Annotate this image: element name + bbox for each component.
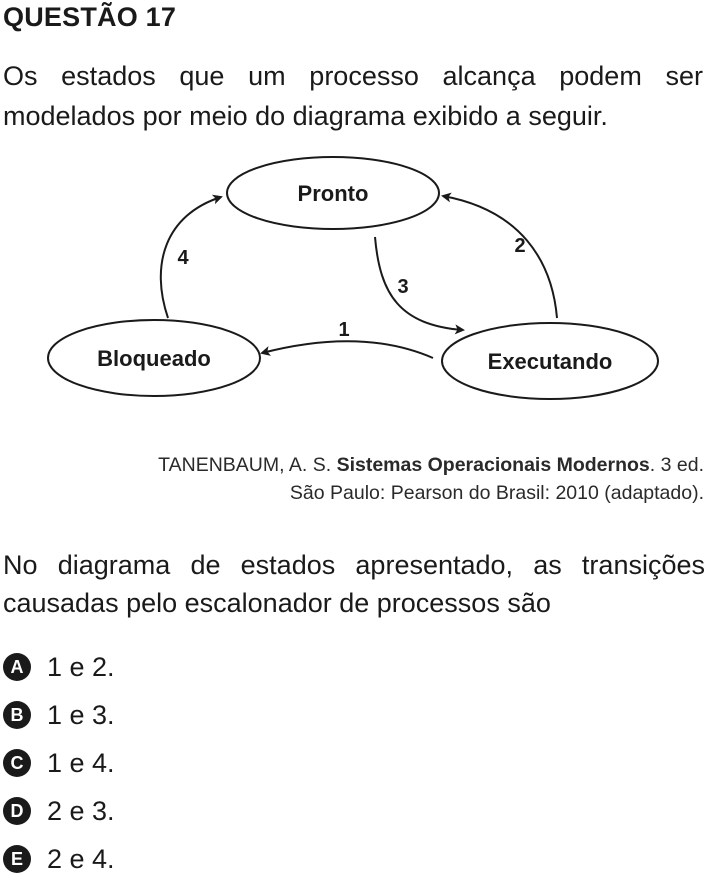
transition-4-arrow <box>159 194 223 319</box>
transition-1-arrow <box>260 340 434 359</box>
state-executando-label: Executando <box>488 349 613 374</box>
option-e-letter-icon: E <box>3 845 31 873</box>
option-c-letter-icon: C <box>3 749 31 777</box>
question-title: QUESTÃO 17 <box>3 2 177 32</box>
transition-2-label: 2 <box>514 235 525 257</box>
option-e-text: 2 e 4. <box>47 843 115 874</box>
citation-line-1: TANENBAUM, A. S. Sistemas Operacionais M… <box>84 451 704 479</box>
citation-work: Sistemas Operacionais Modernos <box>336 454 650 476</box>
state-pronto-node <box>226 156 440 230</box>
citation: TANENBAUM, A. S. Sistemas Operacionais M… <box>84 451 704 507</box>
option-a[interactable]: A 1 e 2. <box>3 643 403 691</box>
state-pronto-label: Pronto <box>298 181 369 206</box>
option-d-letter-icon: D <box>3 797 31 825</box>
state-diagram: Pronto Bloqueado Executando 4 3 2 1 <box>0 150 708 410</box>
option-b-text: 1 e 3. <box>47 699 115 730</box>
state-bloqueado-label: Bloqueado <box>97 346 211 371</box>
option-b[interactable]: B 1 e 3. <box>3 691 403 739</box>
citation-publisher: São Paulo: Pearson do Brasil: 2010 (adap… <box>289 482 704 504</box>
state-bloqueado-node <box>47 319 261 397</box>
citation-edition: . 3 ed. <box>649 454 704 476</box>
transition-4-label: 4 <box>177 247 189 269</box>
option-b-letter-icon: B <box>3 701 31 729</box>
option-e[interactable]: E 2 e 4. <box>3 835 403 883</box>
answer-options: A 1 e 2. B 1 e 3. C 1 e 4. D 2 e 3. E 2 … <box>3 643 403 883</box>
transition-2-arrow <box>441 192 558 319</box>
option-c[interactable]: C 1 e 4. <box>3 739 403 787</box>
transition-3-arrow <box>374 236 465 335</box>
option-a-text: 1 e 2. <box>47 651 115 682</box>
transition-3-label: 3 <box>397 276 408 298</box>
option-d[interactable]: D 2 e 3. <box>3 787 403 835</box>
question-prompt: No diagrama de estados apresentado, as t… <box>3 550 705 618</box>
state-diagram-svg: Pronto Bloqueado Executando 4 3 2 1 <box>47 156 659 400</box>
transition-1-label: 1 <box>338 319 349 341</box>
option-d-text: 2 e 3. <box>47 795 115 826</box>
option-a-letter-icon: A <box>3 653 31 681</box>
citation-author: TANENBAUM, A. S. <box>158 454 332 476</box>
state-executando-node <box>441 322 659 400</box>
option-c-text: 1 e 4. <box>47 747 115 778</box>
question-intro: Os estados que um processo alcança podem… <box>3 61 703 131</box>
